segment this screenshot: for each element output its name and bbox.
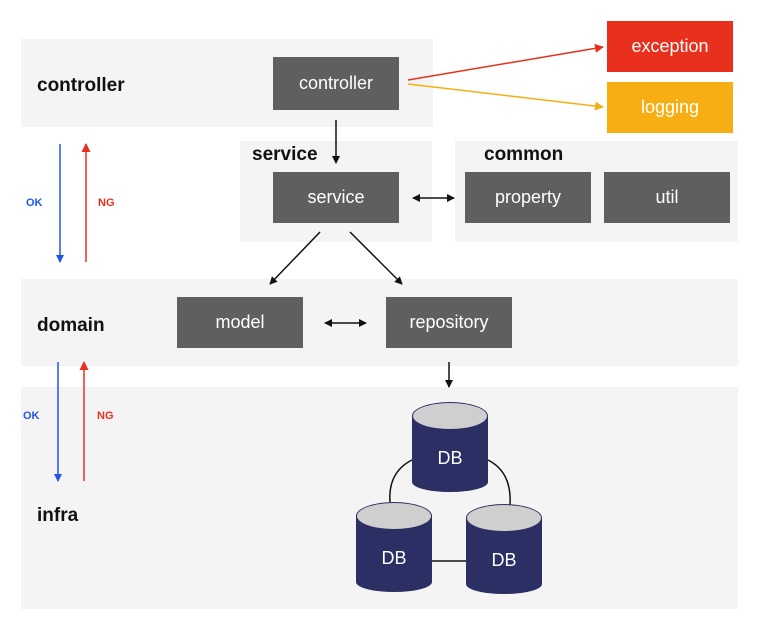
service-box[interactable]: service	[273, 172, 399, 223]
repository-box[interactable]: repository	[386, 297, 512, 348]
service-to-model-arrow	[269, 231, 321, 285]
service-to-repository-arrow	[349, 231, 403, 285]
exception-box[interactable]: exception	[607, 21, 733, 72]
controller-box[interactable]: controller	[273, 57, 399, 110]
controller-layer-label: controller	[37, 75, 125, 96]
service-layer-label: service	[252, 144, 318, 165]
db-link-right	[487, 459, 511, 506]
db-link-left	[389, 459, 413, 503]
database-cylinder-left: DB	[356, 502, 432, 592]
database-label: DB	[437, 448, 463, 468]
domain-layer-label: domain	[37, 315, 105, 336]
common-layer-label: common	[484, 144, 564, 165]
property-box[interactable]: property	[465, 172, 591, 223]
util-box[interactable]: util	[604, 172, 730, 223]
controller-to-exception-arrow	[407, 43, 604, 81]
ng-label-upper: NG	[98, 197, 115, 209]
controller-to-logging-arrow	[407, 83, 604, 111]
database-cylinder-top: DB	[412, 402, 488, 492]
logging-box[interactable]: logging	[607, 82, 733, 133]
database-label: DB	[381, 548, 407, 568]
domain-layer	[21, 279, 738, 366]
infra-layer-label: infra	[37, 505, 79, 526]
ok-label-lower: OK	[23, 410, 40, 422]
database-label: DB	[491, 550, 517, 570]
model-box[interactable]: model	[177, 297, 303, 348]
ng-label-lower: NG	[97, 410, 114, 422]
database-cylinder-right: DB	[466, 504, 542, 594]
ok-label-upper: OK	[26, 197, 43, 209]
